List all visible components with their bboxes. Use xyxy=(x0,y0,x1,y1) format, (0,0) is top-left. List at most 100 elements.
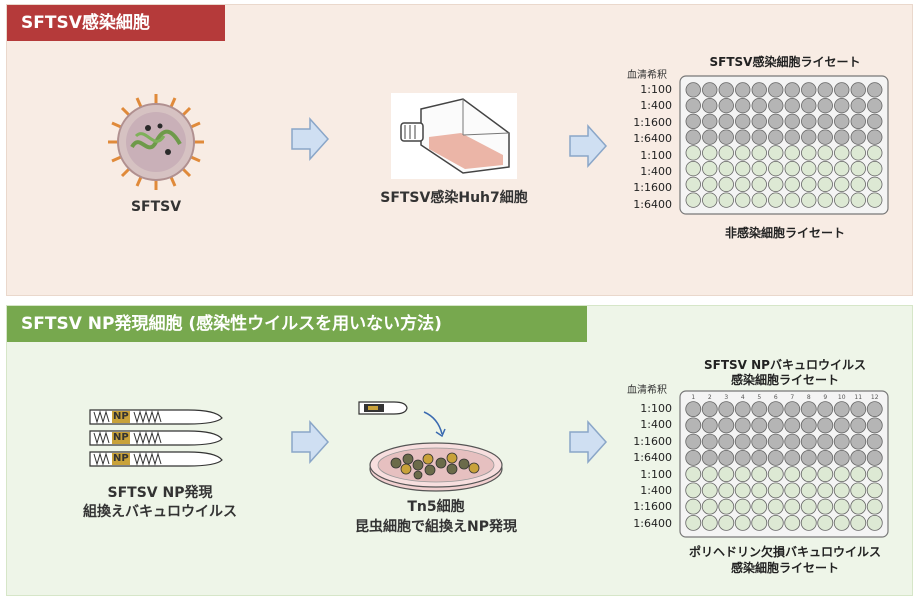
plate-well xyxy=(702,145,718,161)
plate-column-number: 8 xyxy=(807,394,811,401)
plate-column-number: 5 xyxy=(757,394,761,401)
plate-well xyxy=(701,433,718,450)
plate-well xyxy=(866,433,883,450)
plate-well xyxy=(800,466,817,483)
plate-well xyxy=(784,160,800,177)
plate-well xyxy=(718,113,734,130)
dilution-label: 1:400 xyxy=(640,99,672,113)
plate-well xyxy=(735,160,751,177)
plate-well xyxy=(850,97,866,114)
plate-well xyxy=(735,97,751,114)
plate-well xyxy=(850,113,866,130)
baculovirus-rod-icon xyxy=(89,451,223,467)
plate-well xyxy=(800,401,817,418)
plate-column-number: 6 xyxy=(774,394,778,401)
dish-label-line2: 昆虫細胞で組換えNP発現 xyxy=(355,519,517,535)
plate-well xyxy=(702,176,718,193)
plate-well xyxy=(850,417,867,434)
panel-banner-sftsv-infected: SFTSV感染細胞 xyxy=(7,5,225,41)
plate-well xyxy=(718,401,735,418)
plate-well xyxy=(833,433,850,450)
plate-well xyxy=(867,113,883,130)
arrow-right-icon xyxy=(569,420,608,464)
plate-well xyxy=(767,417,784,434)
plate-well xyxy=(866,514,883,531)
plate-well xyxy=(784,145,800,161)
plate-well xyxy=(866,401,883,418)
plate-well xyxy=(685,113,701,130)
plate-well xyxy=(834,176,850,193)
plate-well xyxy=(701,401,718,418)
plate-well xyxy=(817,498,834,515)
plate-well xyxy=(768,97,784,114)
baculovirus-particle-icon xyxy=(358,401,408,415)
plate-well xyxy=(800,449,817,466)
plate-well xyxy=(767,449,784,466)
plate-well xyxy=(850,449,867,466)
dilution-label: 1:6400 xyxy=(633,132,672,146)
plate-well xyxy=(734,466,751,483)
plate-well xyxy=(867,82,883,98)
plate-well xyxy=(784,417,801,434)
plate-well xyxy=(866,498,883,515)
plate-well xyxy=(784,498,801,515)
plate-well xyxy=(751,401,768,418)
plate-well xyxy=(751,145,767,161)
plate-well xyxy=(735,145,751,161)
plate-well xyxy=(834,160,850,177)
plate-well xyxy=(718,433,735,450)
plate-column-number: 12 xyxy=(871,394,879,401)
baculovirus-rod-icon xyxy=(89,409,223,425)
flask-label: SFTSV感染Huh7細胞 xyxy=(380,190,528,206)
plate-well xyxy=(784,97,800,114)
infection-arrow-icon xyxy=(423,411,446,438)
plate-well xyxy=(867,160,883,177)
np-gene-label: NP xyxy=(113,432,129,443)
dilution-label: 1:100 xyxy=(640,467,672,481)
dish-label-line1: Tn5細胞 xyxy=(407,499,465,515)
plate-well xyxy=(701,449,718,466)
plate-well xyxy=(833,466,850,483)
arrow-right-icon xyxy=(569,124,608,168)
plate-well xyxy=(767,433,784,450)
plate-well xyxy=(718,97,734,114)
plate-well xyxy=(735,82,751,98)
plate-well xyxy=(767,482,784,499)
plate-column-number: 1 xyxy=(691,394,695,401)
plate-well xyxy=(701,466,718,483)
plate-well xyxy=(718,160,734,177)
plate-title-infected: SFTSV感染細胞ライセート xyxy=(709,55,861,69)
plate-well xyxy=(784,113,800,130)
plate-well xyxy=(833,401,850,418)
virus-illustration xyxy=(108,94,204,190)
plate-well xyxy=(751,82,767,98)
plate-well xyxy=(768,113,784,130)
plate-well xyxy=(817,176,833,193)
plate-well xyxy=(702,82,718,98)
plate-well xyxy=(801,113,817,130)
plate-well xyxy=(751,417,768,434)
plate-well xyxy=(768,192,784,208)
plate-well xyxy=(767,401,784,418)
plate-well xyxy=(751,129,767,145)
plate-well xyxy=(767,498,784,515)
plate-well xyxy=(800,417,817,434)
plate-well xyxy=(718,417,735,434)
plate-well xyxy=(850,433,867,450)
dilution-label: 1:100 xyxy=(640,148,672,162)
plate-well xyxy=(734,401,751,418)
plate-well xyxy=(701,482,718,499)
plate-well xyxy=(685,482,702,499)
plate-well xyxy=(685,417,702,434)
plate-well xyxy=(784,129,800,145)
plate-well xyxy=(817,192,833,208)
dilution-label: 1:100 xyxy=(640,402,672,415)
arrow-right-icon xyxy=(291,117,330,161)
plate-well xyxy=(767,514,784,531)
plate-well xyxy=(817,82,833,98)
dilution-label: 1:6400 xyxy=(633,451,672,465)
plate-well xyxy=(833,514,850,531)
dilution-label: 1:1600 xyxy=(633,115,672,129)
